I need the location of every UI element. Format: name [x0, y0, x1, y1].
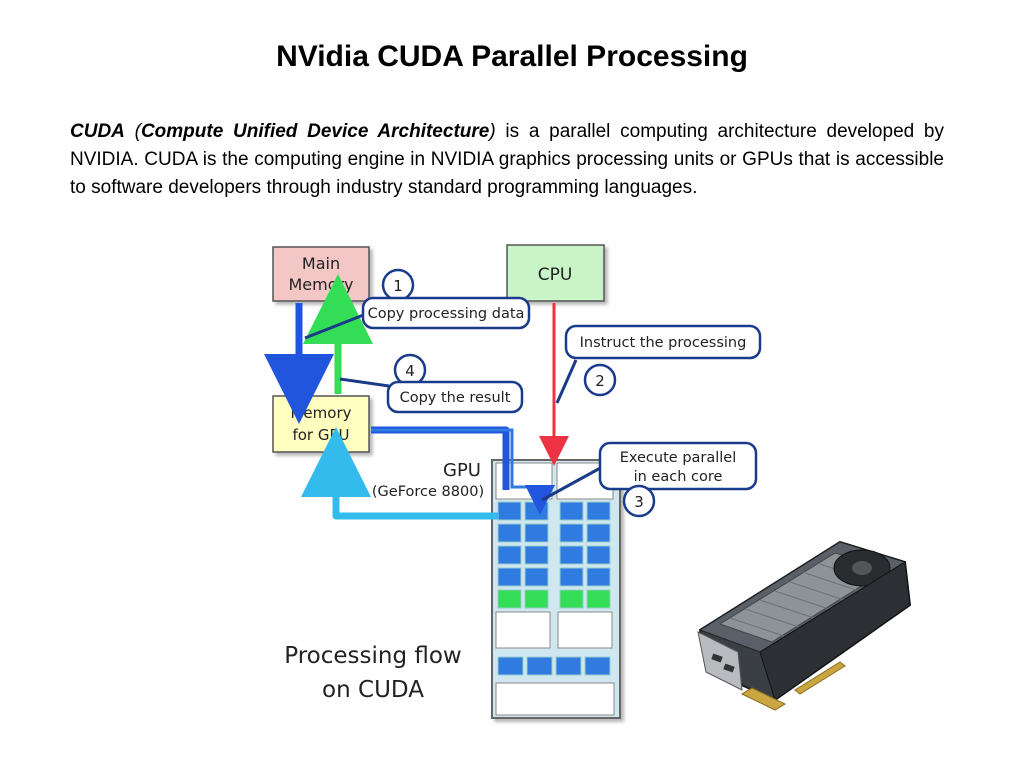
step-3-number: 3 — [634, 493, 644, 511]
gpu-core — [586, 589, 611, 609]
gpu-core — [559, 567, 584, 587]
gpu-memory-label-1: Memory — [290, 404, 351, 422]
open-paren: ( — [124, 121, 141, 142]
callout-1-pointer — [304, 312, 367, 340]
step-2-text: Instruct the processing — [580, 335, 747, 351]
gpu-memory-box: Memory for GPU — [272, 395, 370, 453]
gpu-label: GPU — [443, 460, 481, 481]
step-4-callout: 4 Copy the result — [386, 353, 524, 414]
gpu-model-label: (GeForce 8800) — [372, 484, 484, 500]
gpu-shared-unit — [555, 656, 582, 676]
step-4-text: Copy the result — [400, 390, 511, 406]
caption-line-1: Processing flow — [284, 643, 462, 669]
cpu-box: CPU — [506, 244, 605, 302]
main-memory-label-1: Main — [302, 254, 340, 273]
gpu-core — [559, 501, 584, 521]
callout-3-pointer — [541, 464, 605, 502]
cuda-term: CUDA — [70, 121, 125, 142]
gpu-core — [497, 501, 522, 521]
main-memory-label-2: Memory — [288, 275, 353, 294]
gpu-core — [586, 567, 611, 587]
gpu-core — [559, 545, 584, 565]
main-memory-box: Main Memory — [272, 246, 370, 302]
step-2-callout: Instruct the processing 2 — [564, 324, 762, 397]
step-1-text: Copy processing data — [368, 306, 525, 322]
callout-4-pointer — [339, 377, 390, 388]
gpu-core — [524, 523, 549, 543]
gpu-core — [497, 589, 522, 609]
gpu-core — [586, 523, 611, 543]
gpu-shared-unit — [497, 656, 524, 676]
gpu-core — [559, 589, 584, 609]
gpu-core — [524, 501, 549, 521]
step-4-number: 4 — [405, 362, 415, 380]
intro-body: is a parallel computing architecture dev… — [70, 121, 944, 198]
gpu-core — [586, 545, 611, 565]
step-3-callout: Execute parallel in each core 3 — [598, 441, 758, 518]
cuda-expansion: Compute Unified Device Architecture — [140, 121, 490, 142]
close-paren: ) — [489, 121, 496, 142]
intro-paragraph: CUDA (Compute Unified Device Architectur… — [70, 118, 944, 202]
step-1-number: 1 — [393, 277, 403, 295]
gpu-core — [524, 545, 549, 565]
step-2-number: 2 — [595, 372, 605, 390]
gpu-chip — [491, 459, 621, 719]
gpu-core — [497, 545, 522, 565]
step-3-text-1: Execute parallel — [620, 450, 737, 466]
cpu-label: CPU — [538, 265, 573, 285]
graphics-card-image — [697, 540, 912, 711]
gpu-core — [559, 523, 584, 543]
callout-2-pointer — [555, 359, 578, 404]
step-1-callout: 1 Copy processing data — [361, 268, 531, 330]
gpu-memory-label-2: for GPU — [292, 426, 349, 444]
gpu-core — [524, 567, 549, 587]
caption-line-2: on CUDA — [322, 677, 424, 703]
gpu-core — [524, 589, 549, 609]
step-3-text-2: in each core — [634, 469, 723, 485]
arrow-results-back — [301, 427, 498, 520]
arrow-gpu-memory-to-core — [371, 426, 510, 490]
gpu-shared-unit — [526, 656, 553, 676]
gpu-core — [497, 567, 522, 587]
gpu-shared-unit — [584, 656, 611, 676]
slide-title: NVidia CUDA Parallel Processing — [276, 40, 748, 73]
gpu-core — [497, 523, 522, 543]
arrow-dispatch — [371, 428, 555, 515]
gpu-core — [586, 501, 611, 521]
